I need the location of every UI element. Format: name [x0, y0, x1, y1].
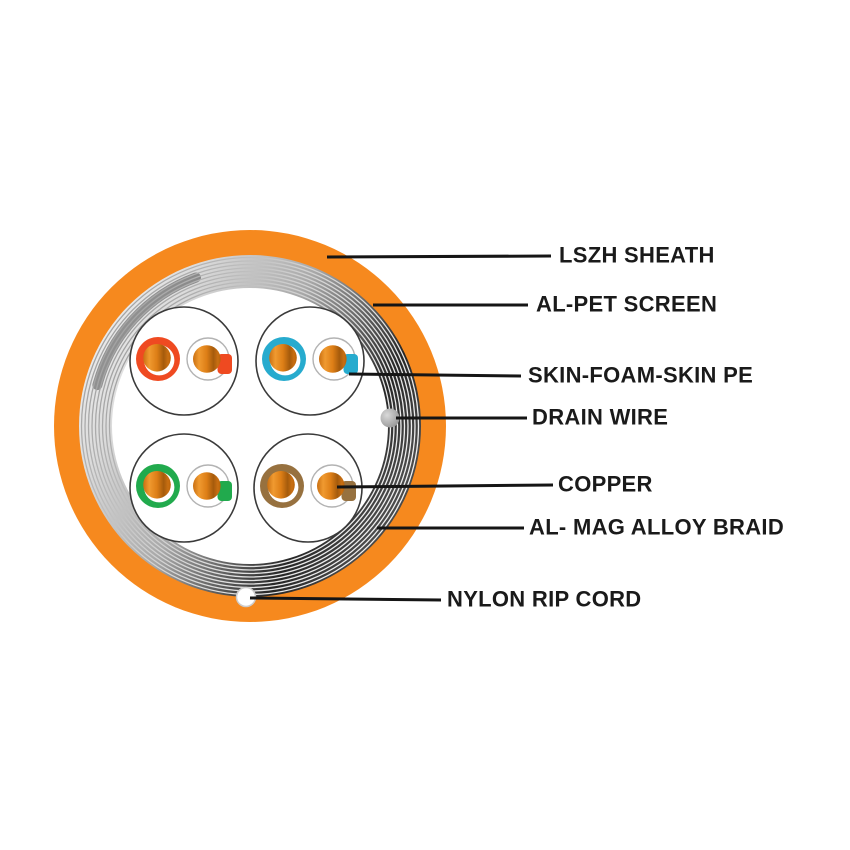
copper-conductor — [143, 471, 171, 499]
leader-lines — [249, 254, 554, 602]
leader-line-nylon-rip-cord — [249, 596, 442, 602]
label-al-mag-alloy-braid: AL- MAG ALLOY BRAID — [529, 514, 785, 540]
twisted-pair-blue — [255, 306, 365, 416]
foil-spiral-lines — [80, 256, 420, 596]
leader-line-skin-foam-skin-pe — [348, 372, 522, 378]
label-drain-wire: DRAIN WIRE — [532, 404, 669, 430]
color-code-tab — [217, 354, 232, 374]
label-lszh-sheath: LSZH SHEATH — [559, 242, 715, 268]
leader-line-lszh-sheath — [326, 254, 552, 259]
drain-wire-dot — [380, 408, 400, 428]
twisted-pair-orange — [129, 306, 239, 416]
copper-conductor — [193, 345, 221, 373]
copper-conductor — [319, 345, 347, 373]
copper-conductor — [317, 472, 345, 500]
color-code-tab — [343, 354, 358, 374]
pair-circle — [255, 306, 365, 416]
label-skin-foam-skin-pe: SKIN-FOAM-SKIN PE — [528, 362, 754, 388]
copper-conductor — [193, 472, 221, 500]
label-copper: COPPER — [558, 471, 653, 497]
color-code-tab — [217, 481, 232, 501]
label-al-pet-screen: AL-PET SCREEN — [536, 291, 718, 317]
copper-conductor — [269, 344, 297, 372]
copper-conductor — [143, 344, 171, 372]
pair-circle — [129, 306, 239, 416]
copper-conductor — [267, 471, 295, 499]
twisted-pair-brown — [253, 433, 363, 543]
twisted-pair-green — [129, 433, 239, 543]
label-nylon-rip-cord: NYLON RIP CORD — [447, 586, 642, 612]
pair-circle — [129, 433, 239, 543]
leader-line-copper — [336, 483, 554, 489]
